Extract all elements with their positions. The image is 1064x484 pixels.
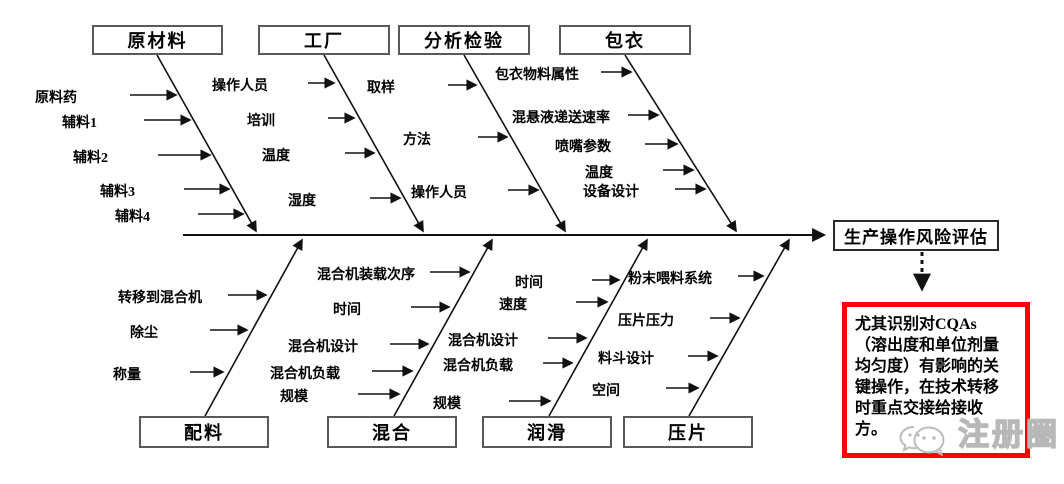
cause-label: 包衣物料属性	[495, 68, 579, 83]
cause-label: 取样	[367, 81, 395, 96]
cause-label: 称量	[113, 368, 141, 383]
category-box-analysis-testing: 分析检验	[398, 25, 530, 55]
cause-label: 喷嘴参数	[555, 140, 611, 155]
cause-label: 辅料3	[100, 185, 135, 200]
bone-analysis	[463, 54, 566, 233]
cause-label: 原料药	[35, 91, 77, 106]
bone-coating	[624, 54, 737, 233]
cause-label: 规模	[280, 390, 308, 405]
cause-label: 规模	[433, 397, 461, 412]
cause-arrows	[130, 66, 765, 407]
bone-blending	[393, 238, 493, 417]
cause-label: 方法	[403, 133, 431, 148]
bone-factory	[323, 54, 424, 233]
bone-raw-materials	[156, 54, 257, 233]
cause-label: 辅料4	[115, 210, 150, 225]
category-box-raw-materials: 原材料	[92, 25, 223, 55]
category-bones	[156, 54, 790, 417]
category-box-lubrication: 润滑	[482, 416, 612, 448]
category-box-blending: 混合	[327, 416, 457, 448]
cause-label: 时间	[515, 276, 543, 291]
cause-label: 培训	[247, 114, 275, 129]
cause-label: 操作人员	[411, 186, 467, 201]
cause-label: 压片压力	[618, 314, 674, 329]
cause-label: 转移到混合机	[118, 291, 202, 306]
cause-label: 操作人员	[212, 79, 268, 94]
bone-lubrication	[548, 238, 648, 417]
cause-label: 温度	[585, 166, 613, 181]
cause-label: 混合机装载次序	[317, 268, 415, 283]
category-box-compression: 压片	[623, 416, 753, 448]
cause-label: 混合机负载	[443, 359, 513, 374]
cause-label: 混悬液递送速率	[512, 111, 610, 126]
cause-label: 粉末喂料系统	[628, 272, 712, 287]
cause-label: 空间	[592, 384, 620, 399]
cause-label: 时间	[333, 303, 361, 318]
cause-label: 速度	[499, 298, 527, 313]
bone-compression	[688, 238, 790, 417]
cause-label: 湿度	[288, 194, 316, 209]
cause-label: 混合机设计	[288, 340, 358, 355]
effect-box: 生产操作风险评估	[833, 220, 999, 251]
cause-label: 辅料2	[73, 151, 108, 166]
note-box: 尤其识别对CQAs （溶出度和单位剂量 均匀度）有影响的关 键操作，在技术转移 …	[842, 302, 1030, 458]
cause-label: 除尘	[130, 326, 158, 341]
category-box-dispensing: 配料	[139, 416, 269, 448]
category-box-factory: 工厂	[258, 25, 390, 55]
bone-dispensing	[204, 238, 303, 417]
cause-label: 温度	[262, 149, 290, 164]
cause-label: 混合机负载	[270, 367, 340, 382]
cause-label: 混合机设计	[448, 334, 518, 349]
category-box-coating: 包衣	[559, 25, 691, 55]
cause-label: 辅料1	[62, 116, 97, 131]
cause-label: 设备设计	[583, 185, 639, 200]
cause-label: 料斗设计	[598, 352, 654, 367]
